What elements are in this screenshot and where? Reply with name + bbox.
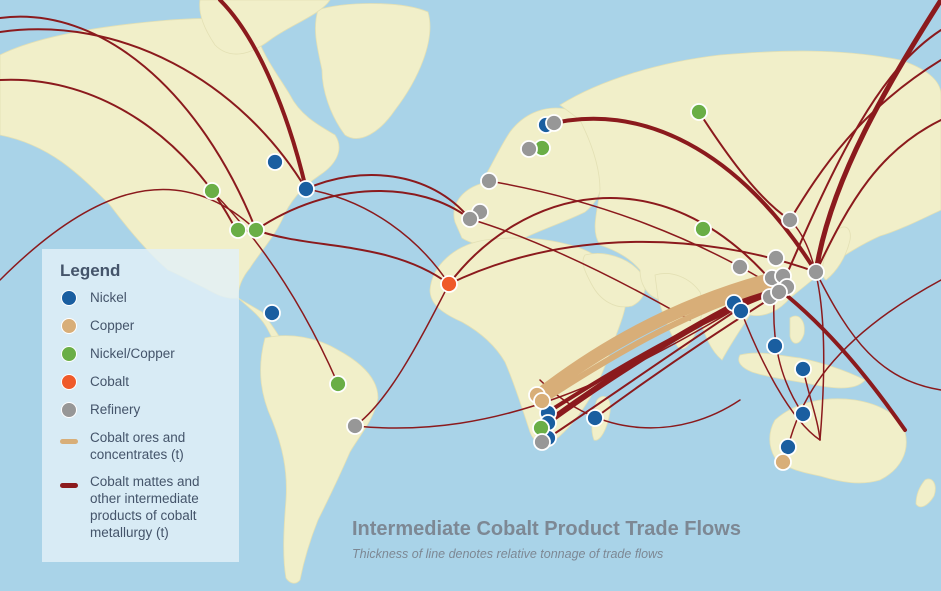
flow-line [305, 174, 471, 220]
nickel-site [297, 180, 315, 198]
copper-site [533, 392, 551, 410]
refinery-site [461, 210, 479, 228]
flow-line [740, 310, 821, 441]
arabian-peninsula [582, 253, 646, 308]
legend-item-matte-flow: Cobalt mattes and other intermediate pro… [60, 473, 221, 541]
site-markers [203, 103, 825, 471]
legend-item-ore-flow: Cobalt ores and concentrates (t) [60, 429, 221, 463]
nickel-dot-icon [60, 289, 78, 307]
flow-line [255, 190, 471, 231]
flow-line [354, 283, 450, 427]
legend-item-nickel: Nickel [60, 289, 221, 307]
legend-label: Cobalt [90, 374, 130, 389]
refinery-site [731, 258, 749, 276]
legend-item-cobalt: Cobalt [60, 373, 221, 391]
flow-line [544, 116, 818, 274]
map-title: Intermediate Cobalt Product Trade Flows [352, 518, 741, 540]
matte-flows [0, 0, 941, 448]
legend-label: Nickel [90, 290, 127, 305]
flow-line [218, 0, 308, 191]
ore-flow-line [531, 271, 782, 403]
flow-line [0, 28, 307, 190]
refinery-site [346, 417, 364, 435]
nickel-site [586, 409, 604, 427]
flow-line [539, 379, 741, 429]
flow-line [0, 188, 257, 281]
copper-site [774, 453, 792, 471]
ore-flows [531, 271, 783, 405]
legend-label: Refinery [90, 402, 141, 417]
cobalt-site [440, 275, 458, 293]
flow-line [469, 218, 691, 321]
refinery-site [781, 211, 799, 229]
legend-title: Legend [60, 261, 121, 280]
flow-line [787, 279, 941, 448]
nickel-copper-site [690, 103, 708, 121]
flow-line [698, 111, 791, 221]
new-zealand [915, 478, 936, 508]
flow-line [789, 219, 825, 441]
flow-line [813, 0, 941, 275]
refinery-site [545, 114, 563, 132]
nickel-copper-dot-icon [60, 345, 78, 363]
nickel-site [263, 304, 281, 322]
nickel-copper-site [203, 182, 221, 200]
nickel-site [766, 337, 784, 355]
legend-label: Cobalt mattes and other intermediate pro… [90, 474, 200, 540]
nickel-site [266, 153, 284, 171]
flow-line [778, 288, 907, 432]
japan [822, 226, 851, 281]
refinery-site [520, 140, 538, 158]
refinery-site [480, 172, 498, 190]
legend-item-refinery: Refinery [60, 401, 221, 419]
flow-line [815, 119, 941, 273]
refinery-site [767, 249, 785, 267]
legend-label: Copper [90, 318, 135, 333]
nickel-site [794, 405, 812, 423]
greenland [315, 3, 431, 139]
ore-flow-line [538, 281, 783, 405]
refinery-site [807, 263, 825, 281]
flow-line [815, 271, 941, 391]
legend-label: Cobalt ores and concentrates (t) [90, 430, 186, 462]
cobalt-dot-icon [60, 373, 78, 391]
nickel-site [779, 438, 797, 456]
flow-line [0, 15, 257, 231]
flow-line [305, 188, 450, 285]
nickel-copper-site [229, 221, 247, 239]
flow-line [448, 197, 776, 286]
flow-line [211, 190, 339, 385]
south-america [260, 335, 379, 584]
nickel-site [794, 360, 812, 378]
legend-item-copper: Copper [60, 317, 221, 335]
nickel-site [732, 302, 750, 320]
nickel-copper-site [329, 375, 347, 393]
matte-flow-line-icon [60, 473, 78, 491]
refinery-dot-icon [60, 401, 78, 419]
flow-line [779, 29, 941, 291]
refinery-site [533, 433, 551, 451]
ore-flow-line-icon [60, 429, 78, 447]
legend-panel: Legend Nickel Copper Nickel/Copper Cobal… [42, 249, 239, 562]
flow-line [546, 288, 782, 414]
legend-item-nickel-copper: Nickel/Copper [60, 345, 221, 363]
legend-label: Nickel/Copper [90, 346, 175, 361]
nickel-copper-site [247, 221, 265, 239]
flow-line [594, 294, 777, 419]
flow-line [789, 59, 941, 221]
philippines [789, 315, 805, 344]
refinery-site [770, 283, 788, 301]
copper-dot-icon [60, 317, 78, 335]
nickel-copper-site [694, 220, 712, 238]
map-title-block: Intermediate Cobalt Product Trade Flows … [352, 518, 741, 561]
flow-line [255, 229, 450, 285]
flow-line [354, 284, 776, 429]
map-subtitle: Thickness of line denotes relative tonna… [352, 547, 664, 561]
